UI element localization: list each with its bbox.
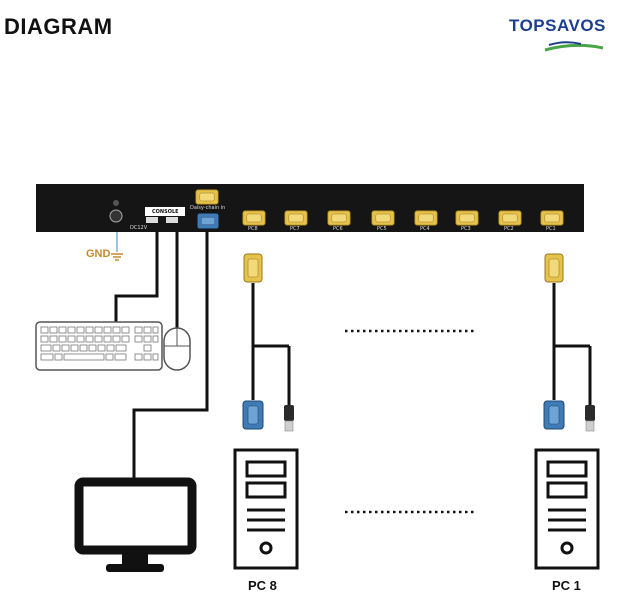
pc1-cable-assembly [543,253,596,432]
monitor-cable [132,232,209,482]
pc8-tower-icon [233,448,299,570]
console-label-box [145,207,185,216]
page-title: DIAGRAM [4,14,113,39]
daisy-chain-port [195,189,219,205]
console-usb-port [166,217,178,223]
dc-label: DC12V [130,225,148,231]
console-usb-port [146,217,158,223]
console-label: CONSOLE [152,209,179,215]
pc8-label: PC 8 [248,578,277,593]
power-jack [109,209,123,223]
console-vga-port [197,213,219,229]
pc1-label: PC 1 [552,578,581,593]
daisy-chain-label: Daisy-chain in [190,205,226,211]
kvm-device [36,184,584,232]
gnd-label: GND [86,248,111,260]
pc1-tower-icon [534,448,600,570]
port-label: PC2 [504,226,514,232]
port-label: PC1 [546,226,556,232]
monitor-icon [74,477,197,572]
port-label: PC6 [333,226,343,232]
brand-name: TOPSAVOS [509,16,606,35]
keyboard-cable [114,232,159,322]
brand-logo: TOPSAVOS [505,14,640,60]
port-label: PC8 [248,226,258,232]
mouse-icon [163,327,191,371]
brand-swoosh-icon [544,41,604,52]
ground-symbol-icon [111,253,123,261]
ground-screw [113,200,119,206]
port-label: PC5 [377,226,387,232]
pc8-cable-assembly [242,253,295,432]
port-label: PC7 [290,226,300,232]
port-label: PC4 [420,226,430,232]
keyboard-icon [35,321,163,371]
port-label: PC3 [461,226,471,232]
